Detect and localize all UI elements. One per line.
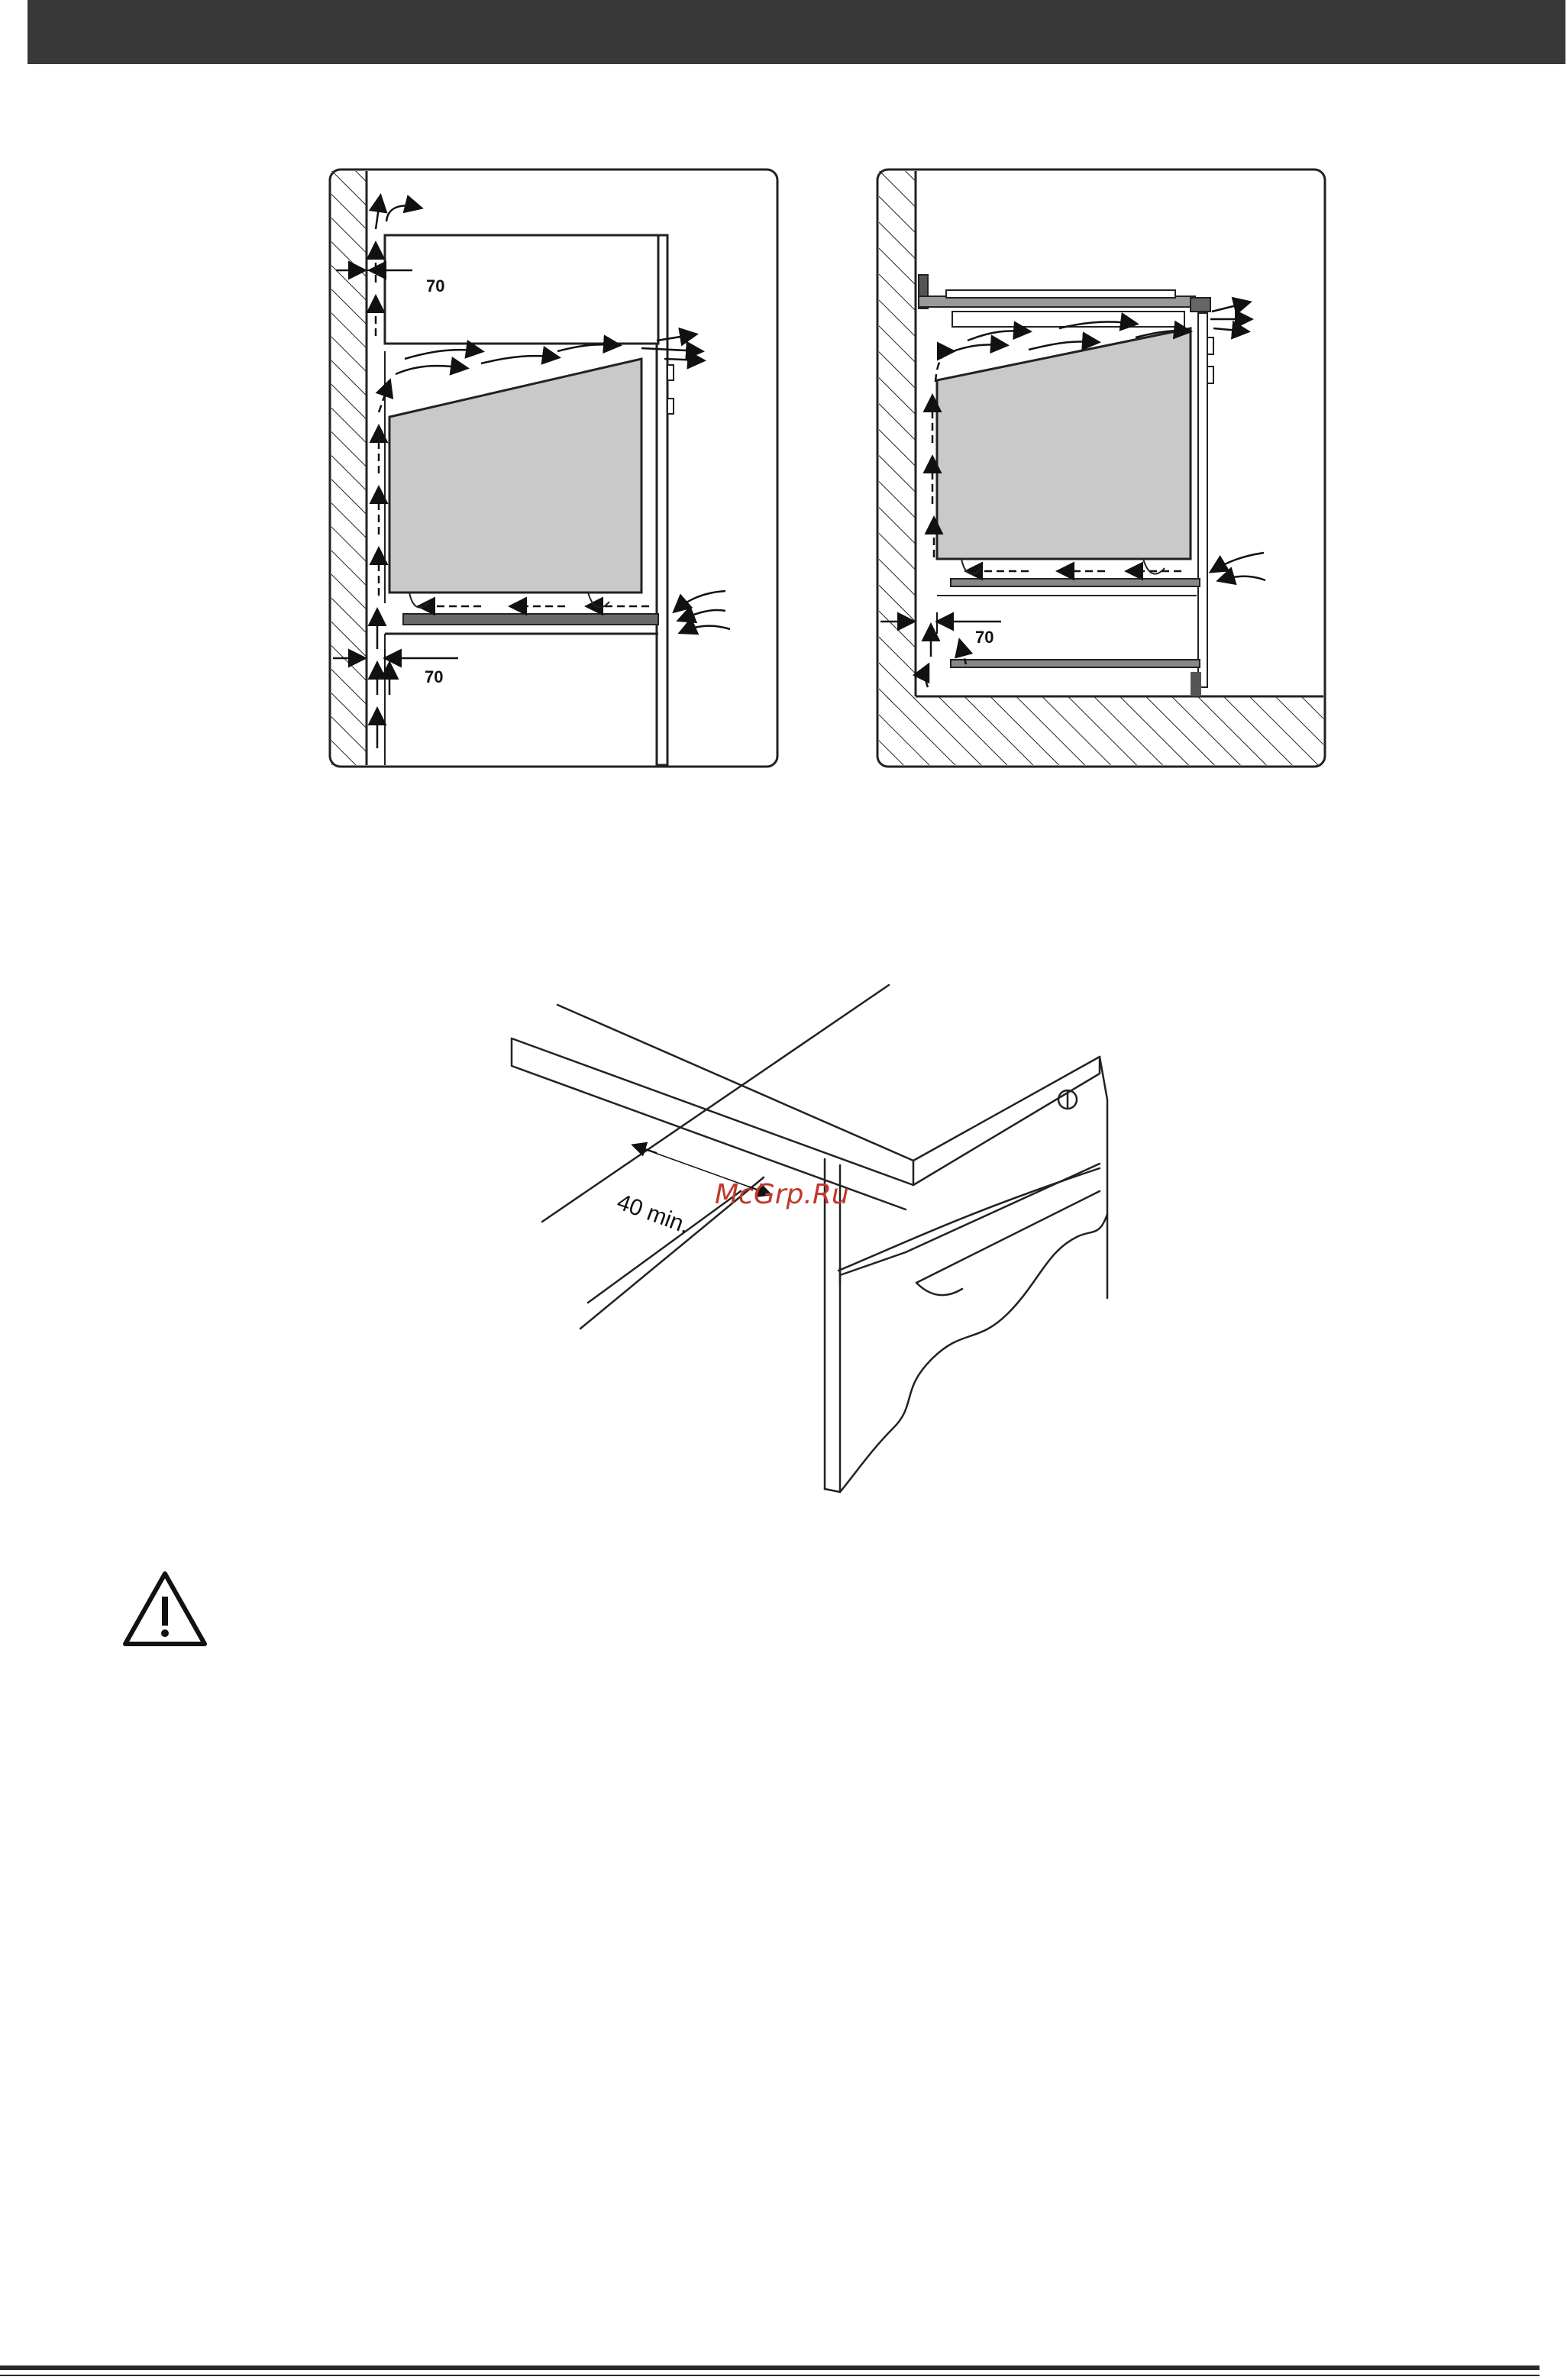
footer-rule	[0, 2365, 1540, 2370]
distance-label: 40 min.	[614, 1190, 693, 1239]
ventilation-diagram-undercounter: 70	[876, 168, 1326, 768]
top-gap-label: 70	[426, 276, 444, 295]
footer-rule-thin	[0, 2375, 1540, 2376]
header-bar	[27, 0, 1565, 64]
bottom-gap-label: 70	[425, 667, 443, 686]
ventilation-diagram-column: 70 70	[328, 168, 779, 768]
clearance-diagram: 40 min. McGrp.Ru	[489, 962, 1115, 1542]
gap-label: 70	[975, 628, 994, 647]
watermark: McGrp.Ru	[715, 1179, 849, 1210]
warning-triangle-icon	[121, 1569, 209, 1649]
